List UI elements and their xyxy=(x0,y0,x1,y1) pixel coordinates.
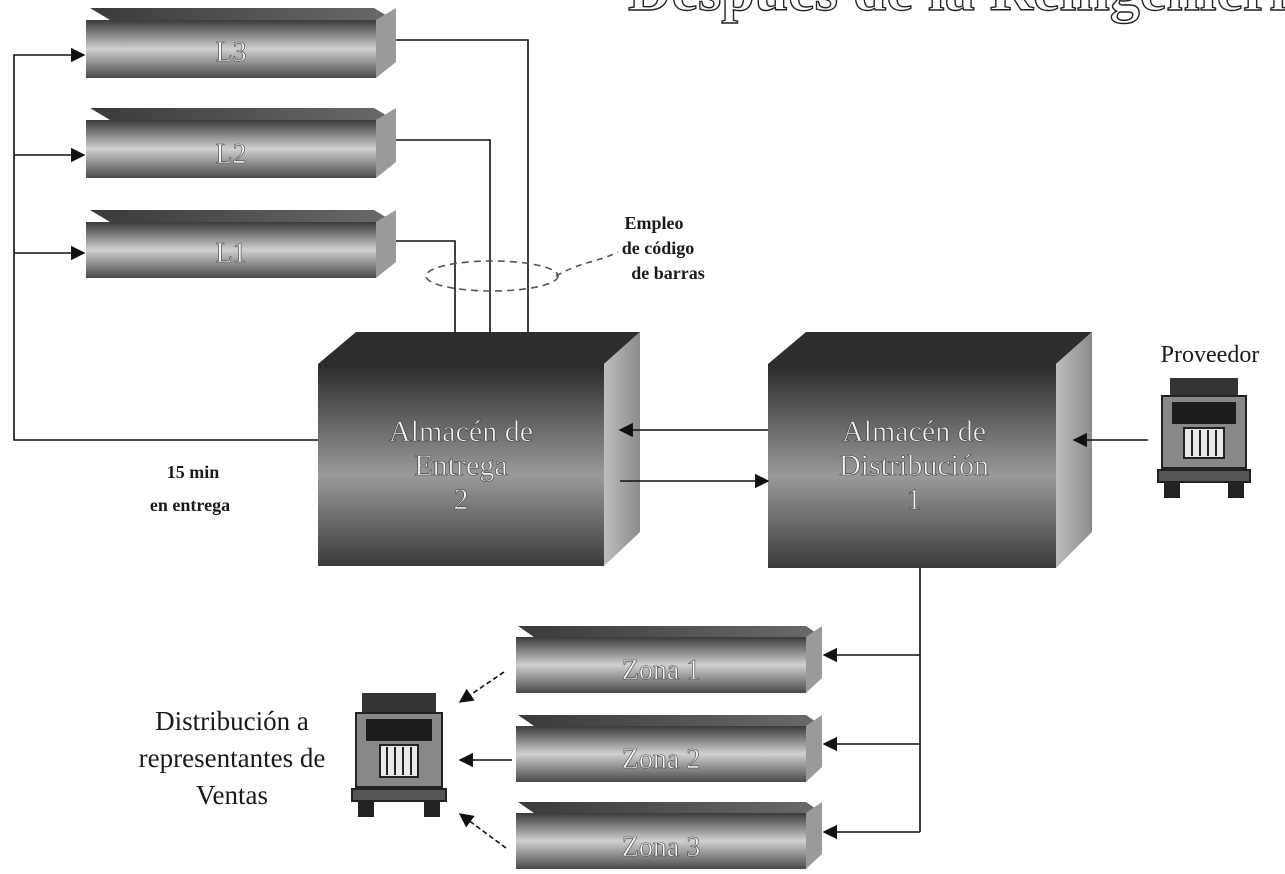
sales-distribution-line-3: Ventas xyxy=(196,780,268,810)
l2-to-warehouse-arrow xyxy=(396,139,498,360)
distribution-warehouse-box: Almacén de Distribución 1 xyxy=(768,332,1092,568)
distribution-warehouse-label-1: Almacén de xyxy=(842,415,986,448)
delivery-warehouse-label-3: 2 xyxy=(454,483,469,516)
line-label: L2 xyxy=(215,139,246,170)
line-label: L3 xyxy=(215,37,246,68)
barcode-note-line-1: Empleo xyxy=(624,213,683,233)
zona-label: Zona 3 xyxy=(622,832,701,863)
return-loop-line xyxy=(13,47,318,441)
line-label: L1 xyxy=(215,238,246,269)
l3-to-warehouse-arrow xyxy=(396,39,536,360)
distribution-warehouse-label-3: 1 xyxy=(907,483,922,516)
delivery-warehouse-box: Almacén de Entrega 2 xyxy=(318,332,640,566)
delivery-warehouse-label-2: Entrega xyxy=(414,449,507,482)
distribution-warehouse-label-2: Distribución xyxy=(839,449,989,482)
barcode-note-line-3: de barras xyxy=(631,263,705,283)
zona-3-shelf: Zona 3 xyxy=(516,802,822,869)
line-l3: L3 xyxy=(86,8,396,78)
zona-1-shelf: Zona 1 xyxy=(516,626,822,693)
sales-distribution-line-2: representantes de xyxy=(139,743,326,773)
diagram-title: Después de la Reingeniería xyxy=(628,0,1285,23)
supplier-label: Proveedor xyxy=(1161,342,1260,368)
sales-distribution-line-1: Distribución a xyxy=(155,706,309,736)
barcode-note-connector xyxy=(555,251,619,277)
delivery-warehouse-label-1: Almacén de xyxy=(389,415,533,448)
zona-2-shelf: Zona 2 xyxy=(516,715,822,782)
barcode-scan-zone xyxy=(425,260,559,292)
delivery-time-line-2: en entrega xyxy=(150,495,230,515)
zona-3-to-truck-arrow xyxy=(458,813,507,849)
line-l1: L1 xyxy=(86,210,396,278)
l1-to-warehouse-arrow xyxy=(396,240,463,358)
zona-label: Zona 2 xyxy=(622,744,701,775)
barcode-note-line-2: de código xyxy=(622,238,695,258)
zona-1-to-truck-arrow xyxy=(458,671,505,703)
supplier-truck-icon xyxy=(1157,378,1251,498)
sales-truck-icon xyxy=(351,693,447,817)
delivery-time-line-1: 15 min xyxy=(167,462,220,482)
zona-label: Zona 1 xyxy=(622,655,701,686)
line-l2: L2 xyxy=(86,108,396,178)
